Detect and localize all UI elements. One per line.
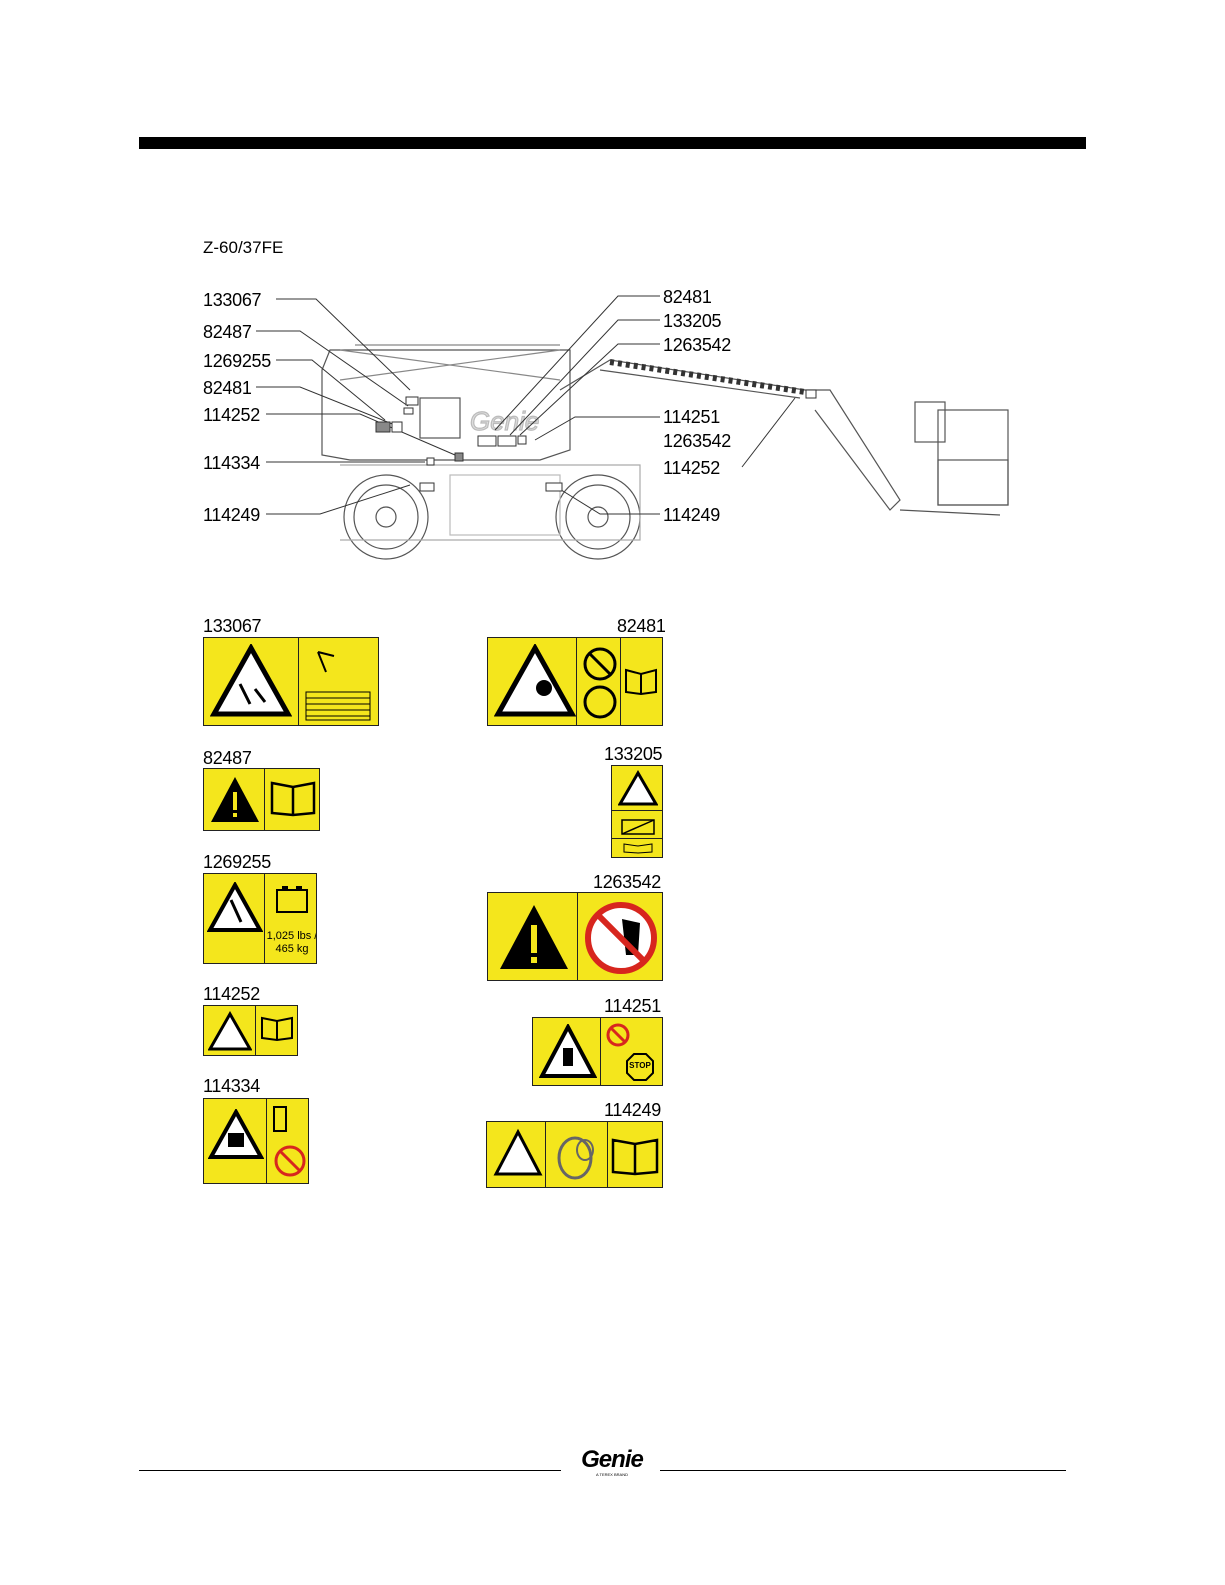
footer-rule-left (139, 1470, 561, 1471)
model-title: Z-60/37FE (203, 238, 283, 258)
load-chart-icon (304, 646, 374, 722)
decal-label-114334: 114334 (203, 1076, 260, 1097)
decal-133067 (203, 637, 379, 726)
genie-logo: Genie A TEREX BRAND (574, 1448, 650, 1478)
warning-triangle-icon (493, 1128, 543, 1182)
warning-triangle-icon (208, 1109, 264, 1161)
battery-icon (620, 816, 656, 836)
decal-114334 (203, 1098, 309, 1184)
callout-1263542: 1263542 (663, 335, 731, 356)
callout-133205: 133205 (663, 311, 721, 332)
header-rule (139, 137, 1086, 149)
warning-triangle-icon (498, 901, 570, 973)
decal-label-133067: 133067 (203, 616, 261, 637)
decal-114252 (203, 1005, 298, 1056)
warning-triangle-icon (494, 644, 576, 720)
warning-triangle-icon (209, 774, 261, 826)
callout-1269255: 1269255 (203, 351, 271, 372)
logo-wordmark: Genie (574, 1448, 650, 1472)
decal-label-114251: 114251 (604, 996, 661, 1017)
prohibition-icon (582, 899, 660, 977)
callout-114249-right: 114249 (663, 505, 720, 526)
callout-114251: 114251 (663, 407, 720, 428)
decal-label-82481: 82481 (617, 616, 666, 637)
machine-illustration: Genie (0, 280, 1225, 580)
callout-82481: 82481 (203, 378, 252, 399)
callout-114252-right: 114252 (663, 458, 720, 479)
callout-114252: 114252 (203, 405, 260, 426)
callout-114249: 114249 (203, 505, 260, 526)
weight-lbs: 1,025 lbs / (266, 930, 317, 943)
callout-133067: 133067 (203, 290, 261, 311)
decal-label-1269255: 1269255 (203, 852, 271, 873)
callout-82487: 82487 (203, 322, 252, 343)
decal-133205 (611, 765, 663, 858)
warning-triangle-icon (618, 770, 658, 808)
left-wheel (344, 475, 428, 559)
decal-1263542 (487, 892, 663, 981)
svg-text:Genie: Genie (470, 406, 539, 436)
decal-114249 (486, 1121, 663, 1188)
callout-82481-right: 82481 (663, 287, 712, 308)
manual-book-icon (270, 777, 316, 817)
decal-label-114252: 114252 (203, 984, 260, 1005)
decal-label-133205: 133205 (604, 744, 662, 765)
manual-book-icon (624, 666, 658, 696)
decal-label-114249: 114249 (604, 1100, 661, 1121)
manual-book-icon (622, 842, 654, 854)
decal-82487 (203, 768, 320, 831)
prohibition-icon (605, 1022, 631, 1048)
right-wheel (556, 475, 640, 559)
warning-triangle-icon (539, 1024, 597, 1080)
decal-114251: STOP (532, 1017, 663, 1086)
manual-book-icon (260, 1014, 294, 1042)
battery-icon (274, 884, 310, 916)
warning-triangle-icon (210, 644, 292, 720)
prohibition-icon (270, 1103, 306, 1181)
wheel-icon (551, 1128, 603, 1182)
decal-82481 (487, 637, 663, 726)
prohibition-icon (580, 644, 620, 724)
decal-1269255: 1,025 lbs / 465 kg (203, 873, 317, 964)
callout-114334: 114334 (203, 453, 260, 474)
decal-label-82487: 82487 (203, 748, 252, 769)
warning-triangle-icon (208, 1011, 252, 1053)
callout-1263542-b: 1263542 (663, 431, 731, 452)
stop-sign-text: STOP (625, 1061, 655, 1071)
footer-rule-right (660, 1470, 1066, 1471)
manual-book-icon (611, 1134, 659, 1176)
warning-triangle-icon (207, 882, 263, 934)
weight-kg: 465 kg (266, 943, 317, 956)
decal-label-1263542: 1263542 (593, 872, 661, 893)
